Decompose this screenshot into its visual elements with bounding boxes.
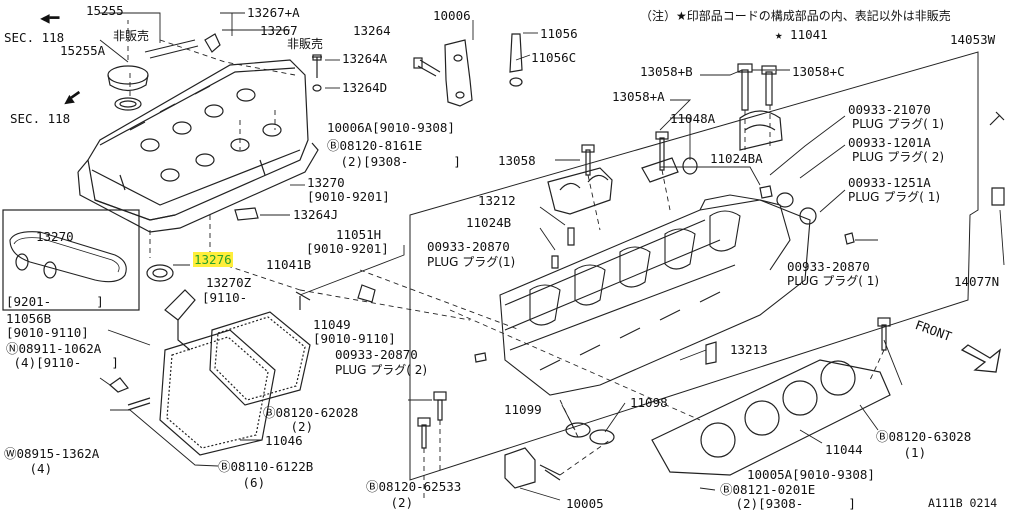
label-13058: 13058 <box>498 153 536 168</box>
header-note: （注）★印部品コードの構成部品の内、表記以外は非販売 <box>640 9 951 23</box>
label-13267: 13267 <box>260 23 298 38</box>
label-08120-62533-qty: (2) <box>383 495 414 510</box>
label-13270-a: 13270 <box>307 175 345 190</box>
label-00933-1201a: 00933-1201A <box>848 135 931 150</box>
label-11051h: 11051H <box>336 227 382 242</box>
oil-cap <box>107 65 149 111</box>
label-08120-62533: Ⓑ08120-62533 <box>366 479 462 494</box>
label-08120-8161e-qty: (2)[9308- ] <box>333 154 461 169</box>
label-14053w: 14053W <box>950 32 996 47</box>
label-00933-20870-b-plug: PLUG プラグ( 1) <box>787 274 880 288</box>
label-11056b: 11056B <box>6 311 52 326</box>
label-08110-6122b-qty: (6) <box>235 475 266 490</box>
label-00933-20870-b: 00933-20870 <box>787 259 870 274</box>
label-00933-21070-plug: PLUG プラグ( 1) <box>852 117 945 131</box>
label-11046: 11046 <box>265 433 303 448</box>
label-11048a: 11048A <box>670 111 716 126</box>
label-00933-20870-c: 00933-20870 <box>335 347 418 362</box>
label-not-sold-1: 非販売 <box>113 29 150 43</box>
label-08110-6122b: Ⓑ08110-6122B <box>218 459 314 474</box>
label-11056b-range: [9010-9110] <box>6 325 89 340</box>
label-00933-21070: 00933-21070 <box>848 102 931 117</box>
label-11098: 11098 <box>630 395 668 410</box>
drawing-id: A111B 0214 <box>928 496 998 510</box>
label-00933-1251a: 00933-1251A <box>848 175 931 190</box>
label-sec-118-a: SEC. 118 <box>4 30 65 45</box>
label-11099: 11099 <box>504 402 542 417</box>
label-13058b: 13058+B <box>640 64 693 79</box>
label-11049-range: [9010-9110] <box>313 331 396 346</box>
cylinder-head <box>499 194 811 396</box>
label-00933-20870-a: 00933-20870 <box>427 239 510 254</box>
label-11056: 11056 <box>540 26 578 41</box>
label-13270z-range: [9110- <box>202 290 248 305</box>
label-11041b: 11041B <box>266 257 312 272</box>
bolts <box>413 57 1005 449</box>
label-11049: 11049 <box>313 317 351 332</box>
label-11041: ★ 11041 <box>775 27 828 42</box>
label-08911-1062a: Ⓝ08911-1062A <box>6 341 102 356</box>
label-00933-20870-c-plug: PLUG プラグ( 2) <box>335 363 428 377</box>
label-08915-1362a: Ⓦ08915-1362A <box>4 446 100 461</box>
label-11024ba: 11024BA <box>710 151 763 166</box>
label-13213: 13213 <box>730 342 768 357</box>
label-00933-20870-a-plug: PLUG プラグ(1) <box>427 255 516 269</box>
inset-box <box>2 209 140 311</box>
label-08915-1362a-qty: (4) <box>22 461 53 476</box>
label-08120-62028: Ⓑ08120-62028 <box>263 405 359 420</box>
label-08120-8161e: Ⓑ08120-8161E <box>327 138 423 153</box>
label-10006a: 10006A[9010-9308] <box>327 120 455 135</box>
label-00933-1251a-plug: PLUG プラグ( 1) <box>848 190 941 204</box>
leader-dashes-cover <box>127 20 301 291</box>
label-15255a: 15255A <box>60 43 106 58</box>
label-11056c: 11056C <box>531 50 577 65</box>
label-08121-0201e: Ⓑ08121-0201E <box>720 482 816 497</box>
head-gasket <box>651 359 891 476</box>
label-10005: 10005 <box>566 496 604 511</box>
label-08121-0201e-qty: (2)[9308- ] <box>728 496 856 511</box>
label-08120-62028-qty: (2) <box>283 419 314 434</box>
label-13264d: 13264D <box>342 80 388 95</box>
arrow-left-icon: ◀━ <box>40 8 60 27</box>
label-10006: 10006 <box>433 8 471 23</box>
label-10005a: 10005A[9010-9308] <box>747 467 875 482</box>
assembly-box <box>409 51 979 481</box>
label-not-sold-2: 非販売 <box>287 37 324 51</box>
rocker-cover <box>87 59 309 221</box>
label-sec-118-b: SEC. 118 <box>10 111 71 126</box>
label-13270z: 13270Z <box>206 275 252 290</box>
label-13270-b: 13270 <box>36 229 74 244</box>
label-9201: [9201- ] <box>6 294 104 309</box>
rocker-gasket <box>77 142 319 233</box>
label-13264j: 13264J <box>293 207 339 222</box>
label-15255: 15255 <box>86 3 124 18</box>
label-08911-1062a-qty: (4)[9110- ] <box>6 355 119 370</box>
label-13264a: 13264A <box>342 51 388 66</box>
label-13058a: 13058+A <box>612 89 665 104</box>
label-13270-a-range: [9010-9201] <box>307 189 390 204</box>
label-13212: 13212 <box>478 193 516 208</box>
label-08120-63028: Ⓑ08120-63028 <box>876 429 972 444</box>
label-14077n: 14077N <box>954 274 1000 289</box>
label-13267a: 13267+A <box>247 5 300 20</box>
label-11051h-range: [9010-9201] <box>306 241 389 256</box>
label-11044: 11044 <box>825 442 863 457</box>
label-08120-63028-qty: (1) <box>896 445 927 460</box>
cam-caps <box>547 110 783 215</box>
label-00933-1201a-plug: PLUG プラグ( 2) <box>852 150 945 164</box>
label-13058c: 13058+C <box>792 64 845 79</box>
label-11024b: 11024B <box>466 215 512 230</box>
label-13276[interactable]: 13276 <box>193 252 233 267</box>
label-13264: 13264 <box>353 23 391 38</box>
